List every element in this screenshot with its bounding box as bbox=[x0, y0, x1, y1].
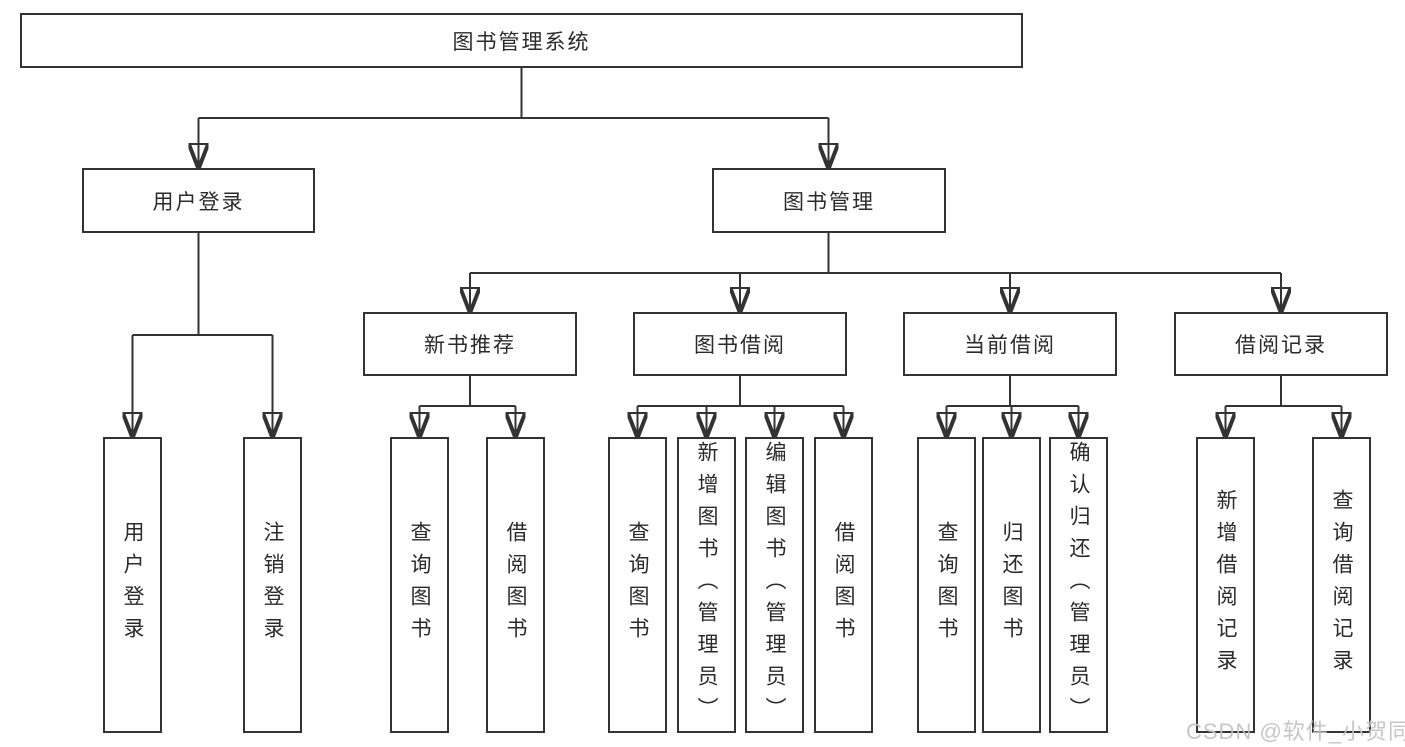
node-add-borrow-record: 新增借阅记录 bbox=[1196, 437, 1255, 733]
node-edit-book-admin: 编辑图书（管理员） bbox=[745, 437, 804, 733]
node-query-book: 查询图书 bbox=[608, 437, 667, 733]
node-root: 图书管理系统 bbox=[20, 13, 1023, 68]
node-current-borrow: 当前借阅 bbox=[903, 312, 1117, 376]
node-book-management: 图书管理 bbox=[712, 168, 946, 233]
node-user-login: 用户登录 bbox=[82, 168, 315, 233]
node-book-borrow: 图书借阅 bbox=[633, 312, 847, 376]
node-borrow-book: 借阅图书 bbox=[486, 437, 545, 733]
watermark-text: CSDN @软件_小贺同学 bbox=[1186, 719, 1405, 744]
node-add-book-admin: 新增图书（管理员） bbox=[677, 437, 736, 733]
node-query-book: 查询图书 bbox=[390, 437, 449, 733]
node-query-book: 查询图书 bbox=[917, 437, 976, 733]
node-logout: 注销登录 bbox=[243, 437, 302, 733]
node-query-borrow-record: 查询借阅记录 bbox=[1312, 437, 1371, 733]
node-login: 用户登录 bbox=[103, 437, 162, 733]
node-return-book: 归还图书 bbox=[982, 437, 1041, 733]
node-new-book-recommend: 新书推荐 bbox=[363, 312, 577, 376]
node-confirm-return-admin: 确认归还（管理员） bbox=[1049, 437, 1108, 733]
node-borrow-records: 借阅记录 bbox=[1174, 312, 1388, 376]
node-borrow-book: 借阅图书 bbox=[814, 437, 873, 733]
